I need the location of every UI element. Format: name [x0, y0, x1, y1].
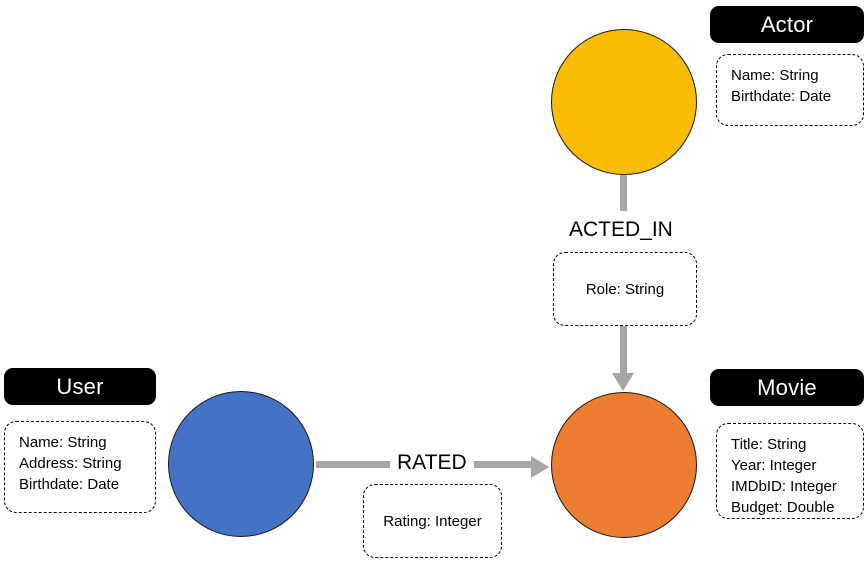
property-item: Birthdate: Date: [731, 88, 832, 105]
property-item: Name: String: [731, 67, 819, 84]
property-box-actor: Name: String Birthdate: Date: [716, 54, 864, 126]
node-label-actor-text: Actor: [760, 11, 814, 37]
node-label-user-text: User: [56, 373, 104, 399]
relationship-label-rated: RATED: [397, 451, 467, 474]
property-item: Budget: Double: [731, 499, 835, 516]
edge-acted-in-to-movie: [620, 326, 627, 378]
property-item: IMDbID: Integer: [731, 478, 837, 495]
node-circle-movie[interactable]: [551, 392, 697, 538]
arrowhead-rated-icon: [531, 456, 549, 478]
relationship-label-acted-in: ACTED_IN: [569, 218, 673, 241]
node-circle-actor[interactable]: [551, 29, 697, 175]
edge-rated-to-movie: [474, 461, 535, 468]
arrowhead-acted-in-icon: [612, 373, 634, 391]
edge-user-to-rated: [316, 461, 390, 468]
node-label-movie: Movie: [710, 369, 864, 406]
property-item: Title: String: [731, 436, 807, 453]
node-label-movie-text: Movie: [757, 374, 817, 400]
property-item: Address: String: [19, 455, 122, 472]
property-item: Rating: Integer: [383, 512, 482, 530]
property-box-movie: Title: String Year: Integer IMDbID: Inte…: [716, 423, 864, 519]
property-item: Name: String: [19, 434, 107, 451]
property-box-rated: Rating: Integer: [363, 484, 502, 558]
property-item: Role: String: [585, 280, 665, 298]
property-item: Year: Integer: [731, 457, 817, 474]
node-label-user: User: [4, 368, 156, 405]
edge-actor-to-acted-in: [620, 175, 627, 211]
property-box-acted-in: Role: String: [553, 252, 697, 326]
property-item: Birthdate: Date: [19, 476, 120, 493]
node-label-actor: Actor: [710, 6, 864, 43]
property-box-user: Name: String Address: String Birthdate: …: [4, 421, 156, 513]
node-circle-user[interactable]: [168, 391, 314, 537]
